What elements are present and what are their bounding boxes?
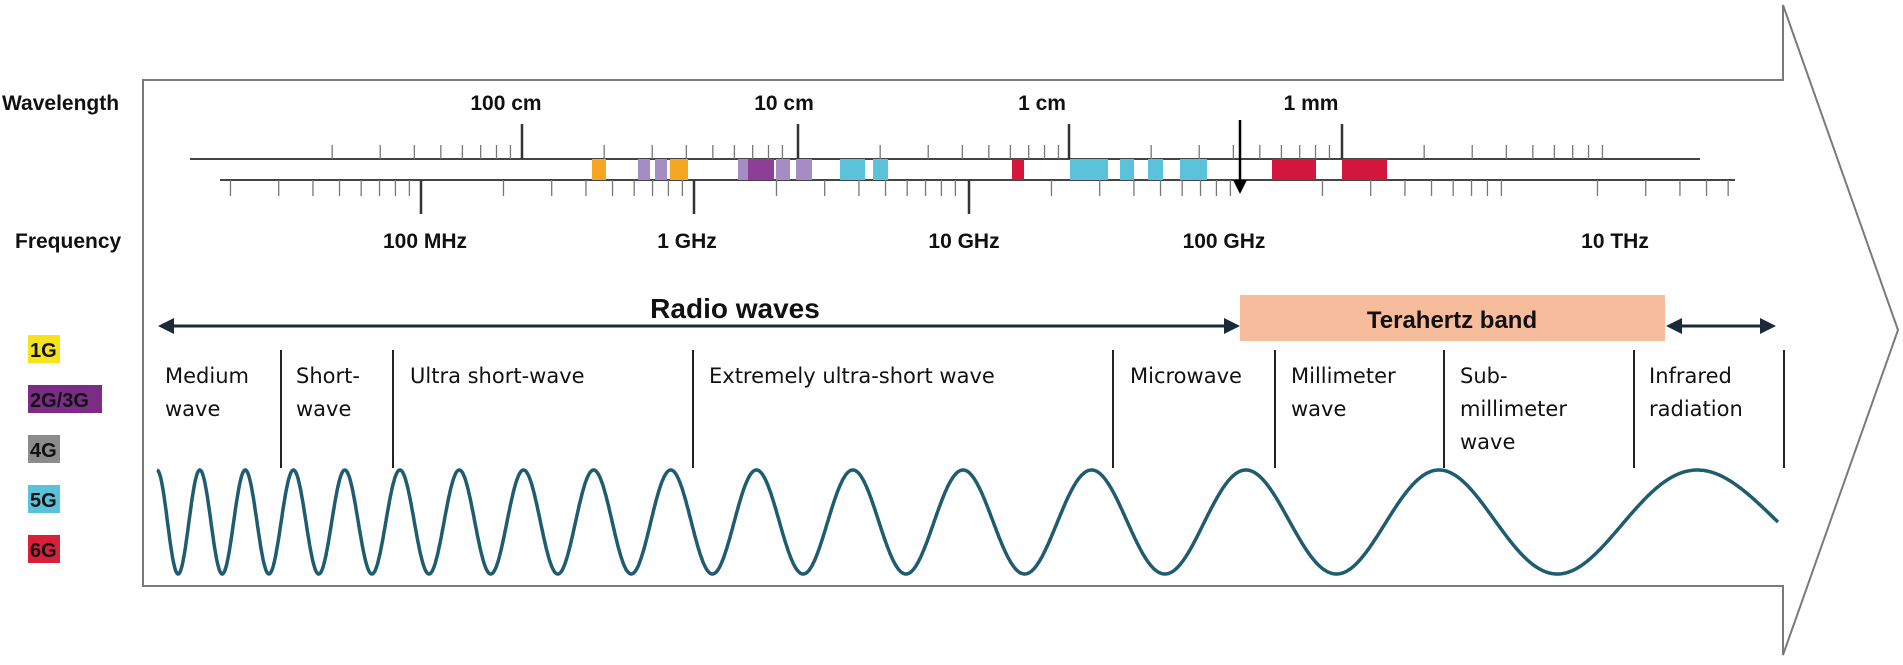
band-5g-cyan-d: [1120, 159, 1134, 180]
band-5g-cyan-e: [1148, 159, 1163, 180]
wavelength-label-1mm: 1 mm: [1284, 92, 1339, 115]
region-label-sub-millimeter-wave: Sub- millimeter wave: [1460, 364, 1574, 454]
band-4g-lavender-e: [796, 159, 812, 180]
frequency-label-100mhz: 100 MHz: [383, 230, 467, 253]
region-label-extremely-ultra-short-wave: Extremely ultra-short wave: [709, 364, 995, 388]
region-label-millimeter-wave: Millimeter wave: [1291, 364, 1402, 421]
band-6g-red-b: [1272, 159, 1316, 180]
generation-bands: [592, 159, 1387, 180]
band-6g-red-a: [1012, 159, 1024, 180]
band-2g-lavender-b: [655, 159, 667, 180]
frequency-label-10ghz: 10 GHz: [928, 230, 999, 253]
frequency-axis-label: Frequency: [15, 230, 122, 253]
legend-label-1g: 1G: [30, 340, 57, 362]
terahertz-band-box: [1240, 295, 1665, 341]
radio-waves-label: Radio waves: [650, 293, 820, 324]
region-dividers: [280, 350, 1785, 468]
region-label-short-wave: Short- wave: [296, 364, 367, 421]
100ghz-marker-arrow: [1233, 120, 1247, 194]
frequency-label-1ghz: 1 GHz: [657, 230, 717, 253]
region-label-microwave: Microwave: [1130, 364, 1242, 388]
legend-swatch-2g3g: [28, 385, 102, 413]
wavelength-axis-label: Wavelength: [2, 92, 119, 115]
legend-label-4g: 4G: [30, 440, 57, 462]
legend-swatch-1g: [28, 335, 60, 363]
legend-swatch-4g: [28, 435, 60, 463]
wavelength-label-1cm: 1 cm: [1018, 92, 1066, 115]
band-3g-lavender-c: [738, 159, 748, 180]
legend: 1G 2G/3G 4G 5G 6G: [28, 335, 102, 563]
legend-label-2g3g: 2G/3G: [30, 390, 89, 412]
band-5g-cyan-a: [840, 159, 865, 180]
legend-swatch-6g: [28, 535, 60, 563]
band-6g-red-c: [1342, 159, 1387, 180]
frequency-label-10thz: 10 THz: [1581, 230, 1649, 253]
region-label-medium-wave: Medium wave: [165, 364, 256, 421]
band-1g-orange-a: [592, 159, 606, 180]
band-5g-cyan-b: [873, 159, 888, 180]
spectrum-wave: [156, 468, 1780, 576]
legend-label-5g: 5G: [30, 490, 57, 512]
region-label-ultra-short-wave: Ultra short-wave: [410, 364, 585, 388]
legend-swatch-5g: [28, 485, 60, 513]
wavelength-label-100cm: 100 cm: [470, 92, 541, 115]
band-5g-cyan-c: [1070, 159, 1108, 180]
radio-waves-arrow: [158, 318, 1240, 334]
minor-ticks: [229, 145, 1729, 196]
band-3g-purple: [748, 159, 774, 180]
infrared-arrow: [1666, 318, 1776, 334]
wavelength-label-10cm: 10 cm: [754, 92, 814, 115]
band-5g-cyan-f: [1180, 159, 1207, 180]
arrow-outline: [142, 4, 1900, 656]
legend-label-6g: 6G: [30, 540, 57, 562]
band-2g-lavender-a: [638, 159, 650, 180]
frequency-label-100ghz: 100 GHz: [1183, 230, 1266, 253]
band-1g-orange-b: [670, 159, 688, 180]
terahertz-band-label: Terahertz band: [1367, 307, 1537, 334]
band-4g-lavender-d: [776, 159, 790, 180]
region-label-infrared-radiation: Infrared radiation: [1649, 364, 1743, 421]
